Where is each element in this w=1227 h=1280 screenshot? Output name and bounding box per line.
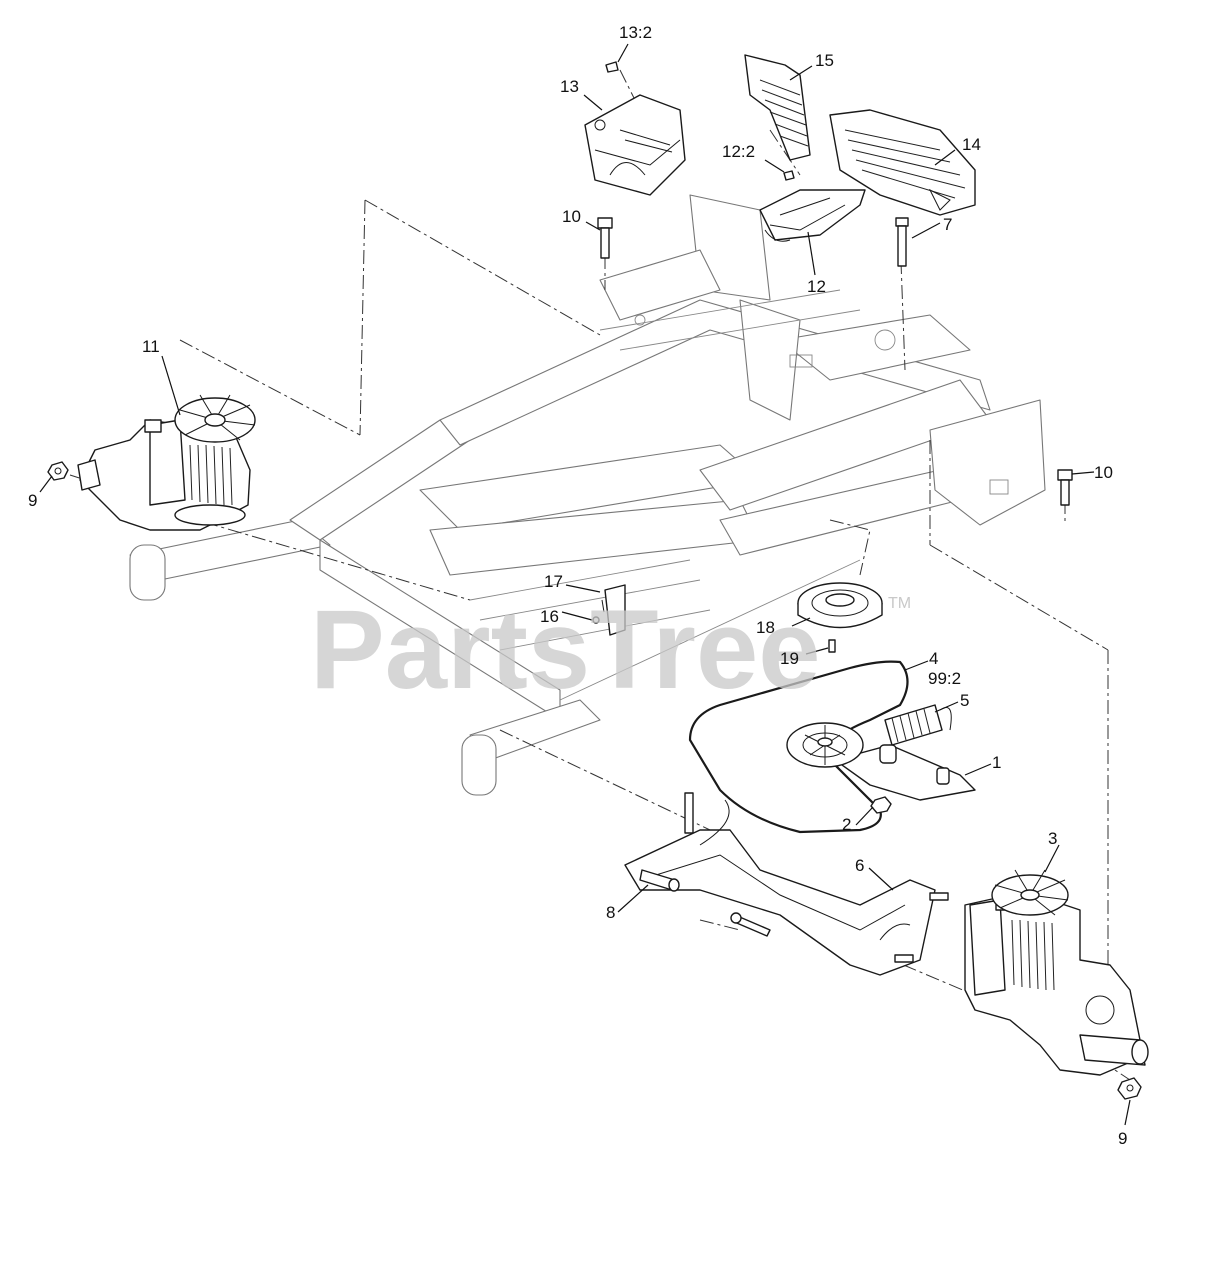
watermark-text: PartsTree <box>310 587 821 712</box>
part-12-bracket[interactable] <box>759 189 866 242</box>
callout-3[interactable]: 3 <box>1048 829 1057 848</box>
part-1-idler-arm[interactable] <box>786 722 976 801</box>
callout-18[interactable]: 18 <box>756 618 775 637</box>
part-10-bolt-right[interactable] <box>1057 469 1073 506</box>
chassis-frame <box>129 194 1046 796</box>
callout-12-2[interactable]: 12:2 <box>722 142 755 161</box>
callout-13[interactable]: 13 <box>560 77 579 96</box>
part-5-spring[interactable] <box>884 704 952 746</box>
part-18-pulley[interactable] <box>797 582 883 629</box>
callout-14[interactable]: 14 <box>962 135 981 154</box>
callout-6[interactable]: 6 <box>855 856 864 875</box>
part-2-nut[interactable] <box>870 796 892 814</box>
mount-bolt[interactable] <box>730 912 771 937</box>
callout-1[interactable]: 1 <box>992 753 1001 772</box>
callout-5[interactable]: 5 <box>960 691 969 710</box>
part-13-cover[interactable] <box>584 94 686 196</box>
callout-16[interactable]: 16 <box>540 607 559 626</box>
part-9-nut-left[interactable] <box>47 461 69 481</box>
part-4-belt[interactable] <box>688 660 909 834</box>
leader-lines <box>39 43 1131 1126</box>
callout-15[interactable]: 15 <box>815 51 834 70</box>
part-9-nut-right[interactable] <box>1117 1077 1142 1100</box>
callout-9-left[interactable]: 9 <box>28 491 37 510</box>
callout-4[interactable]: 4 <box>929 649 938 668</box>
part-8-pin[interactable] <box>639 869 680 892</box>
part-13-2-clip[interactable] <box>605 61 619 73</box>
callout-labels: 13:2 13 15 14 12:2 10 7 12 11 10 9 17 16… <box>28 23 1127 1148</box>
callout-13-2[interactable]: 13:2 <box>619 23 652 42</box>
callout-10-right[interactable]: 10 <box>1094 463 1113 482</box>
callout-2[interactable]: 2 <box>842 815 851 834</box>
part-6-mount[interactable] <box>624 792 949 976</box>
callout-7[interactable]: 7 <box>943 215 952 234</box>
part-17-bracket[interactable] <box>604 584 626 636</box>
watermark: PartsTree TM <box>310 587 911 712</box>
part-12-2-clip[interactable] <box>783 170 795 181</box>
part-15-shield[interactable] <box>744 54 811 161</box>
part-16-pin[interactable] <box>592 599 605 624</box>
callout-9-right[interactable]: 9 <box>1118 1129 1127 1148</box>
alignment-lines <box>69 69 1131 1081</box>
part-11-transaxle-left[interactable] <box>77 394 256 531</box>
callout-99-2[interactable]: 99:2 <box>928 669 961 688</box>
callout-11[interactable]: 11 <box>142 337 160 356</box>
watermark-trademark: TM <box>888 595 911 612</box>
callout-17[interactable]: 17 <box>544 572 563 591</box>
callout-12[interactable]: 12 <box>807 277 826 296</box>
callout-8[interactable]: 8 <box>606 903 615 922</box>
part-19-key[interactable] <box>828 639 836 653</box>
part-10-bolt-top[interactable] <box>597 217 613 259</box>
part-3-transaxle-right[interactable] <box>964 869 1149 1076</box>
callout-19[interactable]: 19 <box>780 649 799 668</box>
part-7-bolt[interactable] <box>895 217 909 267</box>
part-14-shield[interactable] <box>829 109 976 216</box>
callout-10-top[interactable]: 10 <box>562 207 581 226</box>
